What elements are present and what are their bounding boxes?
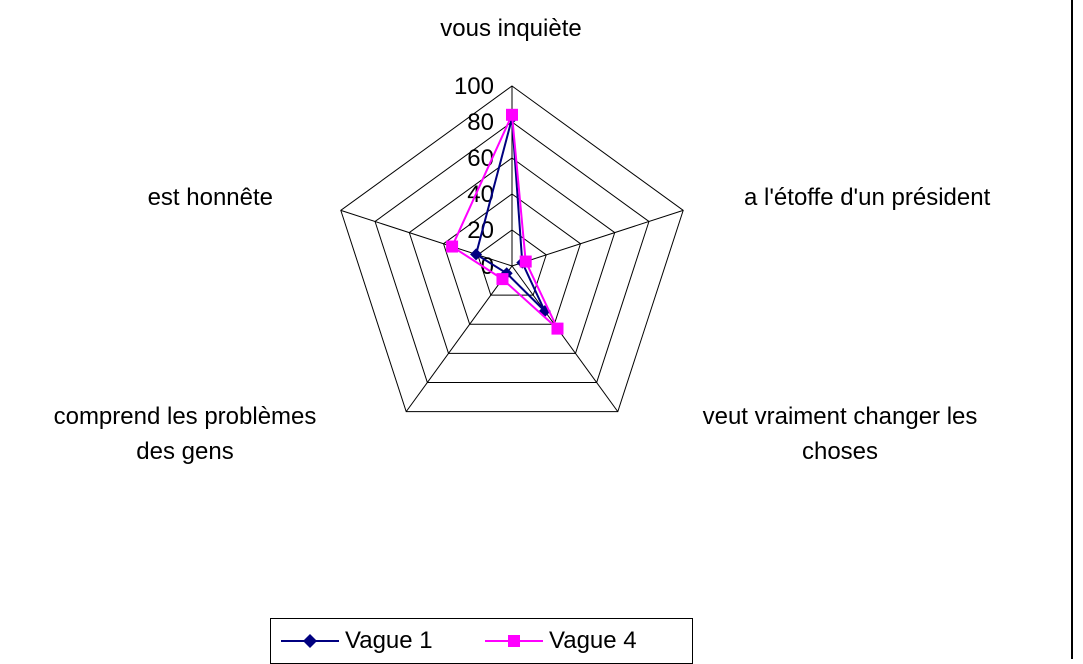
category-label-line: des gens (136, 438, 233, 465)
data-point (496, 273, 509, 286)
data-point (470, 248, 483, 261)
legend-label-vague-1: Vague 1 (345, 627, 433, 654)
chart-area-border (1071, 0, 1073, 659)
legend-label-vague-4: Vague 4 (549, 627, 637, 654)
legend-item-vague-4: Vague 4 (483, 625, 637, 657)
legend-item-vague-1: Vague 1 (279, 625, 433, 657)
category-label-1: a l'étoffe d'un président (744, 184, 991, 211)
grid-ring-80 (374, 121, 650, 383)
category-label-4: est honnête (148, 184, 273, 211)
category-label-line: choses (802, 438, 878, 465)
grid-ring-100 (340, 85, 684, 413)
radar-grid (340, 85, 684, 413)
category-label-line: est honnête (148, 184, 273, 211)
data-point (506, 108, 518, 121)
series-line (450, 110, 559, 330)
tick-label-100: 100 (454, 73, 494, 100)
grid-ring-40 (442, 193, 582, 325)
grid-ring-20 (477, 229, 547, 296)
tick-label-80: 80 (467, 109, 494, 136)
series-2 (446, 108, 564, 335)
legend-swatch-vague-4 (485, 635, 543, 647)
radar-axes (340, 86, 684, 412)
category-label-0: vous inquiète (440, 15, 581, 42)
category-label-line: comprend les problèmes (54, 403, 317, 430)
category-label-line: a l'étoffe d'un président (744, 184, 991, 211)
data-point (519, 255, 532, 268)
data-point (551, 322, 564, 335)
category-label-line: veut vraiment changer les (703, 403, 978, 430)
axis-spoke-3 (405, 265, 513, 412)
legend: Vague 1 Vague 4 (270, 618, 693, 664)
legend-swatch-vague-1 (281, 634, 339, 648)
axis-spoke-2 (511, 265, 619, 412)
axis-spoke-4 (340, 209, 513, 267)
data-point (446, 240, 459, 253)
grid-ring-60 (408, 157, 616, 354)
data-series (446, 108, 564, 335)
series-line (474, 118, 546, 312)
category-label-line: vous inquiète (440, 15, 581, 42)
tick-label-60: 60 (467, 145, 494, 172)
category-label-3: comprend les problèmes des gens (54, 403, 317, 465)
category-label-2: veut vraiment changer les choses (703, 403, 978, 465)
axis-spoke-1 (511, 209, 684, 267)
category-labels: vous inquiète a l'étoffe d'un président ve… (54, 15, 991, 465)
